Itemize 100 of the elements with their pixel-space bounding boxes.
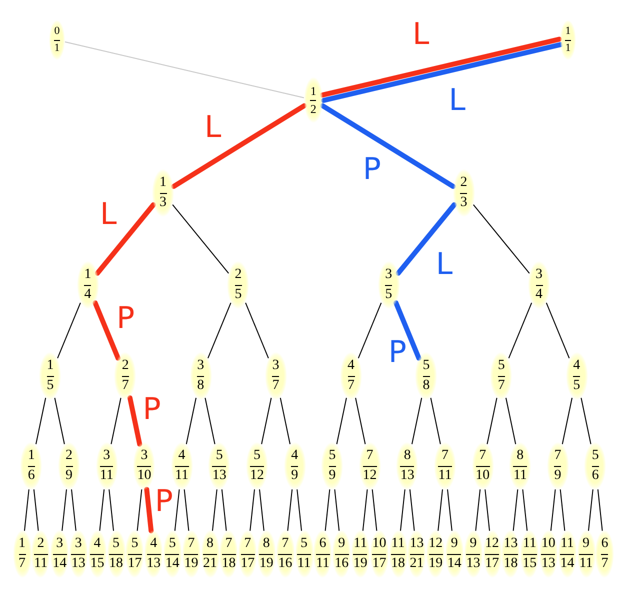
connector-line	[508, 302, 532, 359]
numerator: 1	[310, 84, 316, 98]
denominator: 13	[146, 556, 161, 572]
numerator: 5	[498, 358, 505, 374]
numerator: 13	[410, 536, 424, 552]
numerator: 2	[460, 176, 468, 190]
fraction-node	[246, 442, 268, 490]
connector-line	[24, 488, 30, 532]
connector-line	[334, 488, 340, 532]
connector-line	[172, 204, 230, 274]
highlighted-path-line	[393, 300, 422, 361]
numerator: 7	[280, 536, 290, 552]
denominator: 1	[565, 42, 571, 54]
denominator: 7	[272, 378, 280, 394]
denominator: 9	[328, 468, 336, 484]
denominator: 15	[90, 556, 104, 572]
denominator: 7	[348, 378, 354, 394]
denominator: 19	[259, 556, 274, 572]
numerator: 7	[365, 448, 374, 464]
denominator: 6	[28, 468, 35, 484]
connector-line	[505, 397, 516, 445]
connector-line	[261, 397, 272, 445]
numerator: 1	[28, 448, 35, 464]
fraction-node	[340, 352, 362, 400]
denominator: 3	[160, 196, 166, 210]
fraction-node	[434, 442, 456, 490]
denominator: 16	[278, 556, 292, 572]
numerator: 8	[206, 536, 214, 552]
fraction-node	[415, 352, 438, 400]
connector-line	[62, 488, 67, 532]
connector-line	[287, 488, 293, 532]
connector-line	[362, 488, 368, 532]
connector-line	[296, 488, 302, 532]
numerator: 5	[592, 448, 599, 464]
highlighted-path-line	[320, 36, 562, 98]
numerator: 4	[92, 536, 102, 552]
connector-line	[54, 397, 65, 445]
denominator: 16	[334, 556, 349, 572]
numerator: 4	[177, 448, 186, 464]
connector-line	[207, 302, 232, 359]
numerator: 13	[504, 536, 518, 552]
numerator: 11	[391, 536, 405, 552]
denominator: 13	[466, 556, 480, 572]
fraction-node	[264, 352, 287, 400]
denominator: 9	[66, 468, 72, 484]
numerator: 1	[18, 536, 26, 552]
connector-line	[136, 488, 142, 532]
connector-line	[580, 397, 592, 445]
connector-line	[99, 488, 105, 532]
fraction-node	[227, 261, 250, 309]
numerator: 8	[262, 536, 271, 552]
denominator: 5	[573, 378, 580, 394]
denominator: 11	[100, 468, 114, 484]
numerator: 11	[353, 536, 368, 552]
numerator: 4	[149, 536, 158, 552]
connector-line	[430, 397, 441, 445]
numerator: 3	[272, 358, 280, 374]
connector-line	[35, 397, 46, 445]
numerator: 2	[66, 448, 72, 464]
denominator: 13	[212, 468, 226, 484]
fraction-node	[490, 352, 512, 400]
denominator: 11	[297, 556, 311, 572]
numerator: 6	[318, 536, 328, 552]
numerator: 3	[385, 268, 392, 282]
numerator: 7	[224, 536, 234, 552]
fraction-node	[170, 442, 193, 490]
denominator: 15	[522, 556, 537, 572]
denominator: 21	[410, 556, 424, 572]
denominator: 18	[109, 556, 123, 572]
denominator: 14	[447, 556, 462, 572]
connector-line	[259, 488, 264, 532]
denominator: 3	[460, 196, 468, 210]
denominator: 2	[310, 102, 316, 116]
connector-line	[546, 302, 570, 359]
denominator: 17	[128, 556, 142, 572]
denominator: 18	[391, 556, 405, 572]
connector-line	[33, 488, 39, 532]
connector-line	[484, 488, 490, 532]
highlighted-path-line	[171, 103, 307, 189]
numerator: 12	[485, 536, 499, 552]
denominator: 5	[385, 288, 392, 302]
connector-line	[174, 488, 180, 532]
numerator: 9	[337, 536, 346, 552]
fraction-node	[378, 261, 400, 309]
numerator: 4	[573, 358, 580, 374]
fraction-node	[190, 352, 212, 400]
numerator: 2	[122, 358, 129, 374]
denominator: 7	[601, 556, 608, 572]
denominator: 7	[18, 556, 26, 572]
denominator: 5	[234, 288, 242, 302]
denominator: 11	[579, 556, 593, 572]
denominator: 4	[84, 288, 92, 302]
connector-line	[438, 488, 443, 532]
connector-line	[472, 204, 530, 274]
connector-line	[324, 488, 330, 532]
denominator: 7	[498, 378, 505, 394]
numerator: 3	[74, 536, 83, 552]
fraction-node	[358, 442, 381, 490]
highlighted-path-line	[396, 202, 457, 276]
denominator: 18	[222, 556, 236, 572]
